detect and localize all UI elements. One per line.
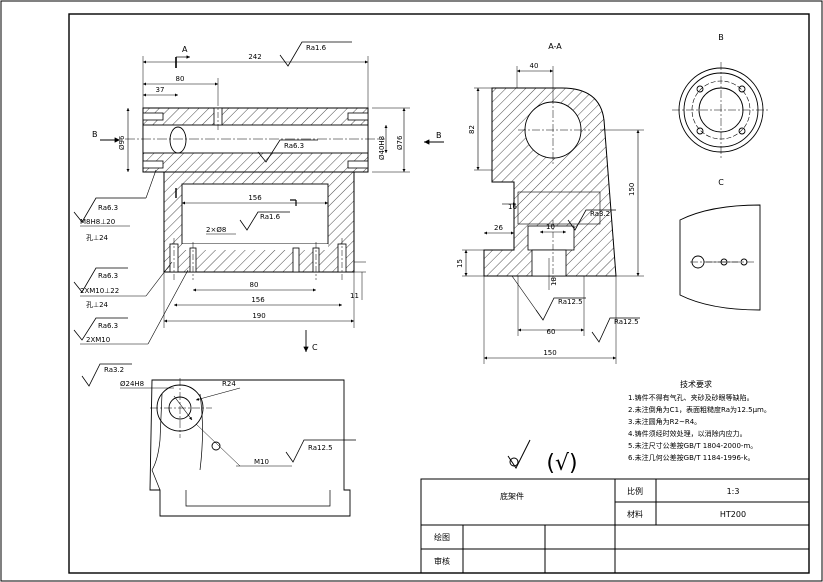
note2-ra: Ra6.3 (98, 272, 118, 280)
dim-80-mid: 80 (250, 281, 259, 289)
drawn-label: 绘图 (434, 532, 450, 542)
plan-view-texts: Ra3.2 Ø24H8 R24 Ra12.5 M10 (104, 366, 333, 466)
material-label: 材料 (627, 509, 643, 519)
front-view-texts: 242 80 37 A Ra1.6 Ø96 Ø40H8 Ø76 B B Ra6.… (80, 44, 442, 352)
tech-req-item-2: 2.未注倒角为C1，表面粗糙度Ra为12.5μm。 (628, 405, 771, 414)
plan-rough-hole: Ra12.5 (308, 444, 333, 452)
sect-rough-2: Ra12.5 (558, 298, 583, 306)
part-name: 底架件 (500, 491, 524, 501)
plan-outline (149, 379, 351, 517)
dim-37: 37 (156, 86, 165, 94)
plan-rough: Ra3.2 (104, 366, 124, 374)
tech-req-title: 技术要求 (680, 379, 712, 389)
arrow-b-right: B (436, 131, 442, 140)
sect-dim-150-right: 150 (628, 183, 636, 196)
arrow-b-left: B (92, 130, 98, 139)
dim-dia96: Ø96 (118, 135, 126, 150)
tech-requirements: 技术要求 1.铸件不得有气孔、夹砂及砂眼等缺陷。 2.未注倒角为C1，表面粗糙度… (628, 379, 771, 462)
sect-rough-1: Ra3.2 (590, 210, 610, 218)
cut-a-top: A (182, 45, 188, 54)
tech-req-item-1: 1.铸件不得有气孔、夹砂及砂眼等缺陷。 (628, 393, 754, 402)
rough-bore: Ra6.3 (284, 142, 304, 150)
sect-dim-15: 15 (456, 259, 464, 268)
view-b (672, 62, 770, 158)
note1-hole: 孔⊥24 (86, 234, 109, 242)
dim-80-top: 80 (176, 75, 185, 83)
dim-11: 11 (350, 292, 359, 300)
general-finish (507, 439, 531, 469)
rough-inner: Ra1.6 (260, 213, 281, 221)
dim-242: 242 (248, 53, 261, 61)
sect-dim-60: 60 (547, 328, 556, 336)
arrow-c: C (312, 343, 318, 352)
checked-label: 审核 (434, 556, 450, 566)
tech-req-item-3: 3.未注圆角为R2~R4。 (628, 417, 701, 426)
tech-req-item-5: 5.未注尺寸公差按GB/T 1804-2000-m。 (628, 441, 757, 450)
finish-check-icon (507, 439, 531, 469)
material-value: HT200 (720, 510, 746, 519)
front-view (73, 41, 444, 352)
sect-dim-16: 16 (508, 203, 517, 211)
section-aa-view (462, 66, 644, 364)
sect-rough-3: Ra12.5 (614, 318, 639, 326)
sect-dim-150-bottom: 150 (543, 349, 556, 357)
dim-2x8: 2×Ø8 (206, 226, 226, 234)
sect-dim-82: 82 (468, 125, 476, 134)
note2-hole: 孔⊥24 (86, 301, 109, 309)
sect-dim-10: 10 (546, 223, 555, 231)
scale-value: 1:3 (727, 487, 740, 496)
rough-top: Ra1.6 (306, 44, 327, 52)
note1-thread: M8H8⊥20 (80, 218, 115, 226)
view-b-title: B (718, 33, 724, 42)
dim-156-bottom: 156 (251, 296, 265, 304)
sect-dim-40: 40 (530, 62, 539, 70)
tech-req-item-4: 4.铸件须经时效处理，以消除内应力。 (628, 429, 747, 438)
plan-dim-r24: R24 (222, 380, 236, 388)
front-pocket (181, 183, 329, 245)
tech-req-item-6: 6.未注几何公差按GB/T 1184-1996-k。 (628, 453, 755, 462)
general-finish-paren: (√) (546, 451, 577, 476)
note1-ra: Ra6.3 (98, 204, 118, 212)
sect-dim-18: 18 (550, 277, 558, 286)
note3-hole: 2XM10 (86, 336, 110, 344)
section-body (483, 87, 617, 277)
section-aa-title: A-A (548, 42, 562, 51)
section-aa-texts: A-A 40 82 150 16 26 15 10 18 60 150 Ra3.… (456, 42, 639, 357)
sect-dim-26: 26 (494, 224, 503, 232)
plan-view (81, 363, 356, 517)
dim-dia76: Ø76 (396, 135, 404, 150)
plan-dim-dia24: Ø24H8 (120, 380, 144, 388)
view-c-title: C (718, 178, 724, 187)
dim-156-inner: 156 (248, 194, 262, 202)
title-block (420, 478, 810, 574)
title-block-texts: 底架件 比例 1:3 材料 HT200 绘图 审核 (434, 486, 746, 566)
dim-dia40h: Ø40H8 (378, 136, 386, 160)
view-c (679, 204, 761, 311)
note2-thread: 2XM10⊥22 (80, 287, 119, 295)
inner-frame (68, 13, 810, 574)
dim-190: 190 (252, 312, 265, 320)
note3-ra: Ra6.3 (98, 322, 118, 330)
plan-hole: M10 (254, 458, 269, 466)
scale-label: 比例 (627, 486, 643, 496)
